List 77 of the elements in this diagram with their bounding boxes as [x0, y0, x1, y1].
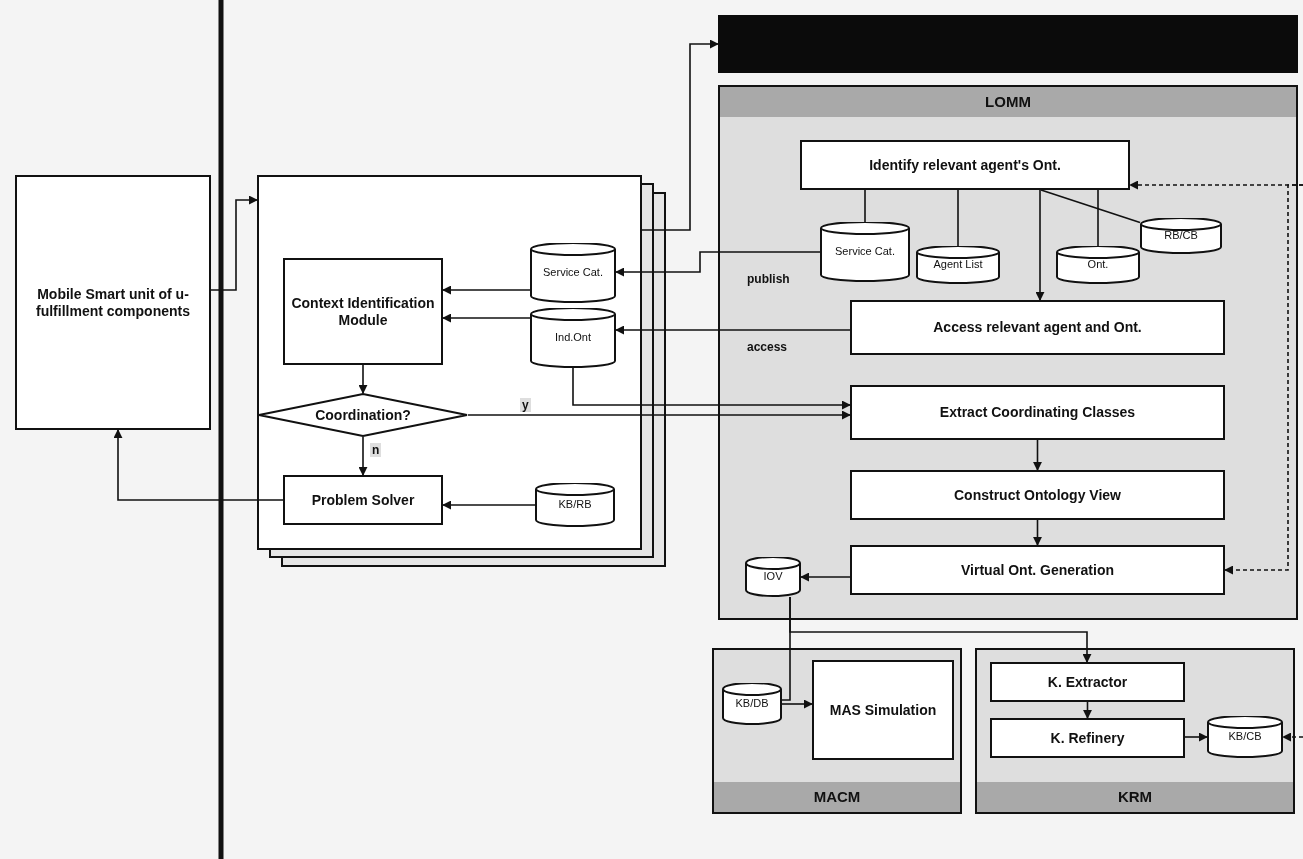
database-cylinder [530, 308, 616, 368]
box-label: KRM [1116, 788, 1154, 806]
edge-label: n [370, 443, 382, 457]
connector-arrow [467, 410, 851, 420]
box-label: LOMM [984, 93, 1032, 111]
decision-diamond [258, 393, 468, 437]
database-cylinder [745, 557, 801, 597]
process-box [257, 175, 642, 550]
box-label: Extract Coordinating Classes [938, 404, 1137, 421]
connector-arrow [1282, 732, 1303, 742]
process-box [990, 662, 1185, 702]
connector-arrow [615, 251, 821, 277]
connector-arrow [641, 39, 719, 231]
process-box [850, 385, 1225, 440]
database-cylinder [1056, 246, 1140, 284]
connector-arrow [442, 313, 531, 323]
box-label: Context Identification Module [290, 294, 436, 329]
database-cylinder [535, 483, 615, 527]
connector-arrow [358, 436, 368, 476]
process-box [850, 470, 1225, 520]
connector-arrow [1033, 439, 1042, 471]
box-label: MAS Simulation [828, 701, 938, 719]
box-label: KB/DB [734, 697, 770, 711]
box-label: IOV [762, 570, 784, 584]
database-cylinder [1140, 218, 1222, 254]
box-label: K. Refinery [1049, 729, 1126, 747]
box-label: RB/CB [1163, 229, 1199, 243]
box-label: Virtual Ont. Generation [960, 561, 1115, 579]
connector-arrow [442, 500, 536, 510]
connector-arrow [789, 596, 1092, 663]
database-cylinder [1207, 716, 1283, 758]
module-panel [712, 648, 962, 814]
box-label: Service Cat. [542, 266, 604, 280]
box-label: Access relevant agent and Ont. [932, 319, 1143, 336]
process-box [990, 718, 1185, 758]
connector-arrow [442, 285, 531, 295]
database-cylinder [530, 243, 616, 303]
process-box [812, 660, 954, 760]
process-box [850, 545, 1225, 595]
box-label: MACM [812, 788, 862, 806]
database-cylinder [820, 222, 910, 282]
database-cylinder [722, 683, 782, 725]
box-label: Coordination? [314, 406, 412, 424]
box-label: Service Cat. [834, 245, 896, 259]
box-label: KB/CB [1227, 730, 1263, 744]
edge-label: publish [745, 272, 792, 286]
box-label: K. Extractor [1046, 673, 1129, 691]
connector-arrow [113, 429, 284, 501]
module-panel [718, 85, 1298, 620]
box-label: KB/RB [557, 498, 593, 512]
box-label: Ont. [1086, 258, 1110, 272]
header-bar [718, 15, 1298, 73]
connector-arrow [572, 367, 851, 410]
connector-arrow [1035, 189, 1045, 301]
connector-arrow [1033, 519, 1042, 546]
database-cylinder [916, 246, 1000, 284]
connector-arrow [1184, 732, 1208, 742]
box-label: Agent List [932, 258, 984, 272]
process-box [283, 475, 443, 525]
process-box [283, 258, 443, 365]
connector-arrow [781, 699, 813, 709]
process-box [800, 140, 1130, 190]
box-label: Ind.Ont [553, 331, 593, 345]
connector-arrow [210, 195, 258, 291]
box-label: Mobile Smart unit of u-fulfillment components [35, 285, 191, 320]
box-label: Identify relevant agent's Ont. [868, 156, 1062, 174]
connector-arrow [1224, 184, 1303, 575]
box-label: Problem Solver [310, 491, 416, 509]
connector-arrow [358, 364, 368, 394]
connector-arrow [800, 572, 851, 582]
module-panel [975, 648, 1295, 814]
connector-arrow [615, 325, 851, 335]
connector-arrow [1083, 701, 1092, 719]
process-box [850, 300, 1225, 355]
process-box [15, 175, 211, 430]
box-label: Construct Ontology View [953, 486, 1122, 504]
edge-label: y [520, 398, 531, 412]
